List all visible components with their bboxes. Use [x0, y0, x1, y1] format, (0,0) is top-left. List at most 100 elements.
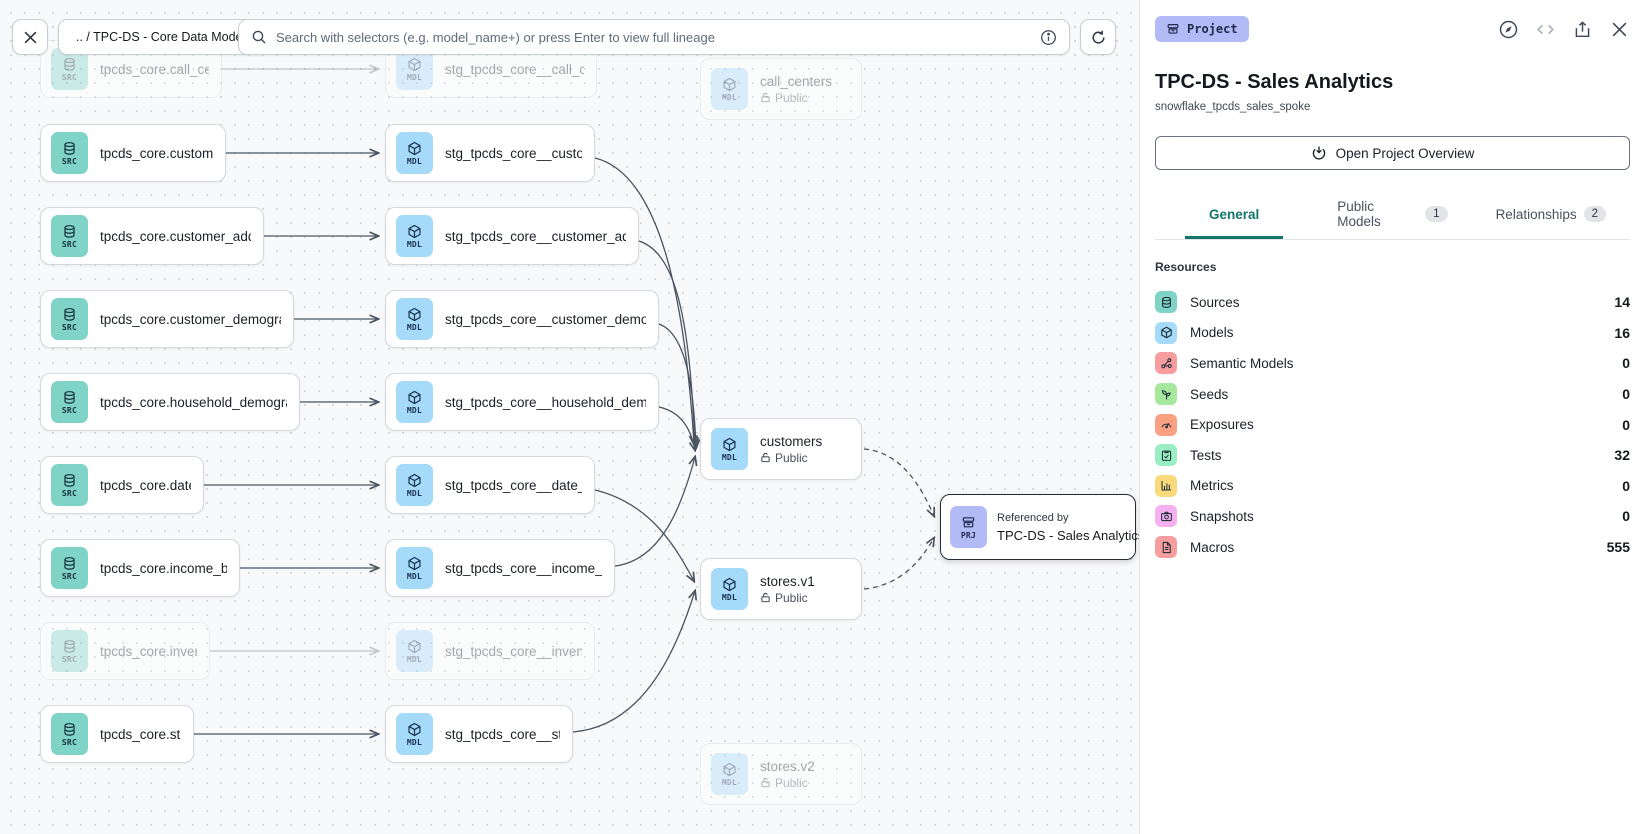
graph-node-project[interactable]: PRJ Referenced by TPC-DS - Sales Analyti…	[940, 494, 1144, 560]
unlock-icon	[761, 592, 770, 603]
model-badge: MDL	[396, 547, 433, 589]
database-icon	[64, 141, 75, 155]
source-badge: SRC	[51, 298, 88, 340]
graph-node-source[interactable]: SRC tpcds_core.income_band	[40, 539, 240, 597]
graph-node-source[interactable]: SRC tpcds_core.customer	[40, 124, 226, 182]
model-badge: MDL	[396, 713, 433, 755]
model-badge: MDL	[396, 215, 433, 257]
unlock-icon	[761, 777, 770, 788]
cube-icon	[408, 390, 421, 404]
database-icon	[64, 639, 75, 653]
source-badge: SRC	[51, 381, 88, 423]
resource-row-tests: Tests 32	[1155, 440, 1630, 471]
cube-icon	[408, 141, 421, 155]
graph-node-public-model[interactable]: MDL stores.v2 Public	[700, 743, 862, 805]
database-icon	[64, 473, 75, 487]
graph-node-source[interactable]: SRC tpcds_core.date_dim	[40, 456, 204, 514]
resource-row-seeds: Seeds 0	[1155, 379, 1630, 410]
resource-row-models: Models 16	[1155, 318, 1630, 349]
breadcrumb[interactable]: .. / TPC-DS - Core Data Models	[58, 19, 270, 55]
model-badge: MDL	[711, 68, 748, 110]
source-badge: SRC	[51, 215, 88, 257]
file-icon	[1155, 536, 1177, 559]
resource-row-exposures: Exposures 0	[1155, 409, 1630, 440]
graph-node-public-model[interactable]: MDL call_centers Public	[700, 58, 862, 120]
model-badge: MDL	[396, 132, 433, 174]
graph-node-public-model[interactable]: MDL customers Public	[700, 418, 862, 480]
refresh-button[interactable]	[1080, 19, 1116, 55]
explore-compass-icon[interactable]	[1497, 18, 1519, 40]
graph-node-public-model[interactable]: MDL stores.v1 Public	[700, 558, 862, 620]
graph-node-model[interactable]: MDL stg_tpcds_core__household_demogr…	[385, 373, 659, 431]
clipboard-check-icon	[1155, 444, 1177, 467]
lineage-edges	[194, 0, 1139, 834]
graph-node-model[interactable]: MDL stg_tpcds_core__income_band	[385, 539, 615, 597]
cube-icon	[408, 473, 421, 487]
source-badge: SRC	[51, 132, 88, 174]
share-icon[interactable]	[1571, 18, 1593, 40]
close-icon	[24, 31, 36, 43]
graph-node-model[interactable]: MDL stg_tpcds_core__date_dim	[385, 456, 595, 514]
resource-row-snapshots: Snapshots 0	[1155, 501, 1630, 532]
database-icon	[64, 224, 75, 238]
cube-icon	[408, 556, 421, 570]
cube-icon	[723, 437, 736, 451]
project-icon	[1167, 24, 1179, 34]
graph-node-source[interactable]: SRC tpcds_core.customer_demographics	[40, 290, 294, 348]
model-badge: MDL	[396, 381, 433, 423]
graph-node-model[interactable]: MDL stg_tpcds_core__customer_demogra…	[385, 290, 659, 348]
resources-list: Sources 14 Models 16 Semantic Models 0 S…	[1155, 287, 1630, 562]
cube-icon	[408, 57, 421, 71]
graph-node-source[interactable]: SRC tpcds_core.inventory	[40, 622, 210, 680]
database-icon	[64, 556, 75, 570]
unlock-icon	[761, 452, 770, 463]
search-icon	[252, 30, 266, 44]
graph-node-source[interactable]: SRC tpcds_core.household_demographics	[40, 373, 300, 431]
model-badge: MDL	[711, 753, 748, 795]
overview-icon	[1312, 146, 1325, 160]
graph-icon	[1155, 352, 1177, 375]
model-badge: MDL	[711, 568, 748, 610]
graph-node-model[interactable]: MDL stg_tpcds_core__customer	[385, 124, 595, 182]
resource-row-metrics: Metrics 0	[1155, 471, 1630, 502]
cube-icon	[408, 722, 421, 736]
resource-row-semantic-models: Semantic Models 0	[1155, 348, 1630, 379]
database-icon	[64, 307, 75, 321]
camera-icon	[1155, 505, 1177, 528]
resource-row-sources: Sources 14	[1155, 287, 1630, 318]
open-project-overview-button[interactable]: Open Project Overview	[1155, 136, 1630, 170]
code-icon[interactable]	[1534, 18, 1556, 40]
graph-node-model[interactable]: MDL stg_tpcds_core__inventory	[385, 622, 595, 680]
project-badge: PRJ	[950, 506, 987, 548]
lineage-search[interactable]	[238, 19, 1070, 55]
graph-node-model[interactable]: MDL stg_tpcds_core__store	[385, 705, 573, 763]
source-badge: SRC	[51, 464, 88, 506]
source-badge: SRC	[51, 713, 88, 755]
info-icon[interactable]	[1040, 29, 1057, 46]
refresh-icon	[1091, 30, 1105, 44]
lineage-canvas[interactable]: SRC tpcds_core.call_center MDL stg_tpcds…	[0, 0, 1144, 834]
tab-general[interactable]: General	[1155, 192, 1313, 239]
graph-node-source[interactable]: SRC tpcds_core.store	[40, 705, 194, 763]
database-icon	[64, 722, 75, 736]
graph-node-source[interactable]: SRC tpcds_core.customer_address	[40, 207, 264, 265]
seedling-icon	[1155, 383, 1177, 406]
page-title: TPC-DS - Sales Analytics	[1155, 71, 1394, 93]
model-badge: MDL	[396, 630, 433, 672]
source-badge: SRC	[51, 630, 88, 672]
node-type-chip: Project	[1155, 16, 1249, 42]
close-panel-icon[interactable]	[1608, 18, 1630, 40]
model-badge: MDL	[396, 298, 433, 340]
cube-icon	[408, 639, 421, 653]
source-badge: SRC	[51, 547, 88, 589]
search-input[interactable]	[276, 29, 1031, 45]
tab-count-badge: 1	[1425, 206, 1448, 222]
close-lineage-button[interactable]	[12, 19, 48, 55]
model-badge: MDL	[396, 48, 433, 90]
graph-node-model[interactable]: MDL stg_tpcds_core__customer_address	[385, 207, 639, 265]
database-icon	[64, 390, 75, 404]
gauge-icon	[1155, 413, 1177, 436]
